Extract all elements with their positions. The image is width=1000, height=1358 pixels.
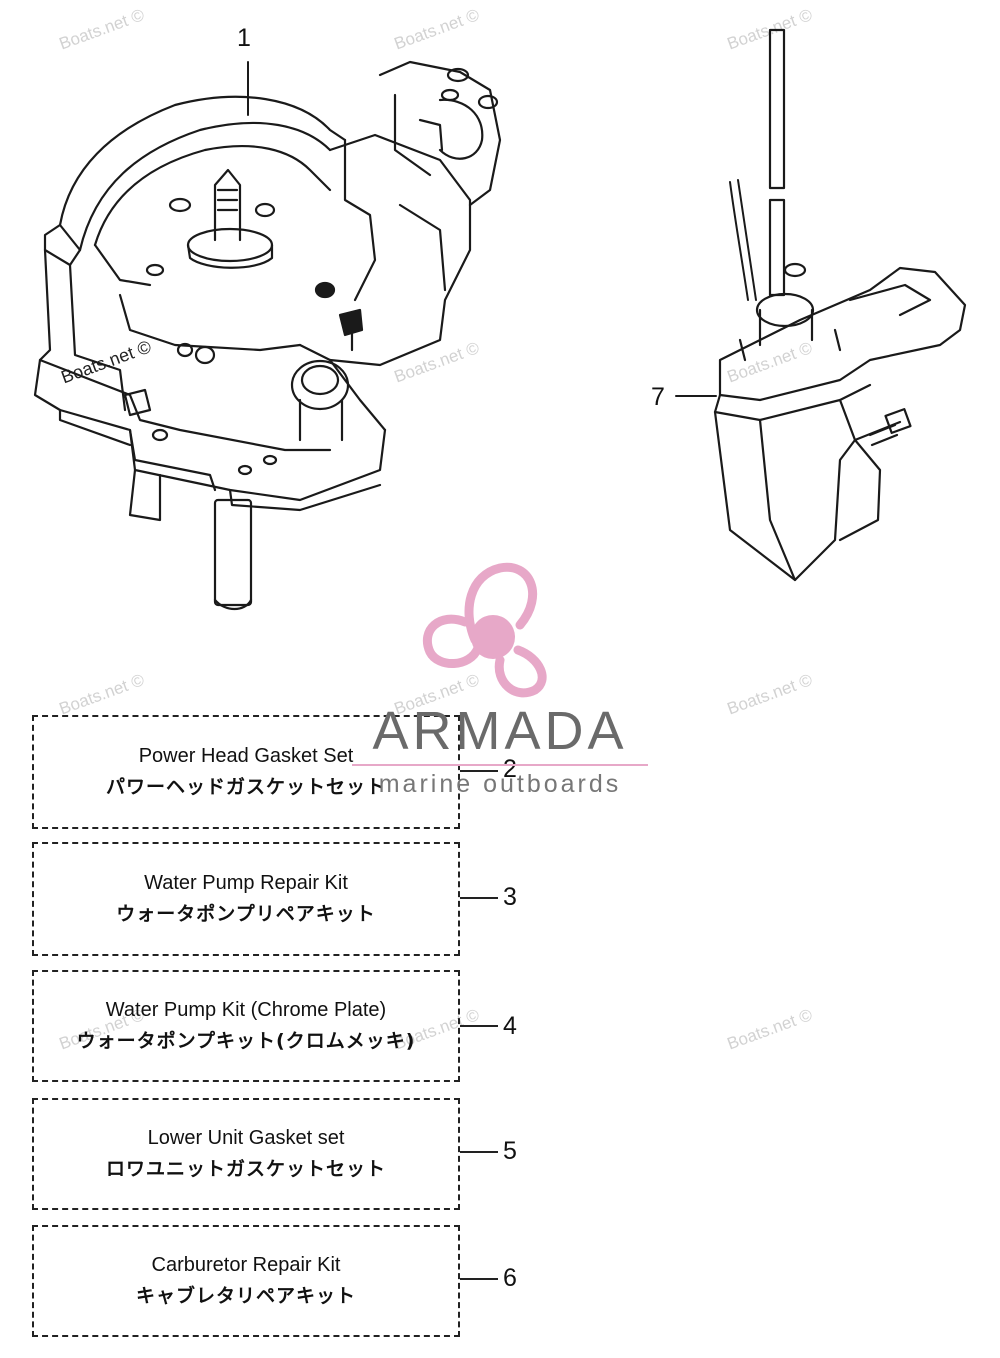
kit-label-en: Water Pump Kit (Chrome Plate): [105, 999, 387, 1021]
leader-line: [460, 770, 498, 772]
parts-drawing: [33, 28, 967, 698]
kit-box-lower-unit-gasket: Lower Unit Gasket set ロワユニットガスケットセット: [32, 1098, 460, 1210]
callout-7: 7: [651, 383, 665, 411]
lower-unit-drawing: [713, 28, 967, 582]
leader-line: [460, 1025, 498, 1027]
kit-label-en: Power Head Gasket Set: [138, 745, 354, 767]
callout-1: 1: [237, 24, 251, 52]
kit-label-en: Carburetor Repair Kit: [151, 1254, 341, 1276]
kit-label-ja: パワーヘッドガスケットセット: [105, 776, 386, 798]
logo-divider: [352, 764, 648, 766]
kit-box-water-pump-repair: Water Pump Repair Kit ウォータポンプリペアキット: [32, 842, 460, 956]
kit-label-en: Water Pump Repair Kit: [144, 872, 348, 894]
kit-label-en: Lower Unit Gasket set: [147, 1127, 345, 1149]
kit-box-water-pump-chrome: Water Pump Kit (Chrome Plate) ウォータポンプキット…: [32, 970, 460, 1082]
kit-label-ja: ロワユニットガスケットセット: [105, 1158, 386, 1180]
callout-2: 2: [503, 755, 517, 783]
watermark: Boats.net ©: [724, 1005, 815, 1054]
kit-label-ja: ウォータポンプリペアキット: [116, 903, 376, 925]
leader-line: [460, 1278, 498, 1280]
leader-line: [460, 1151, 498, 1153]
armada-propeller-logo: [423, 562, 547, 698]
logo-title: ARMADA: [372, 701, 628, 761]
callout-3: 3: [503, 883, 517, 911]
kit-box-power-head-gasket: Power Head Gasket Set パワーヘッドガスケットセット: [32, 715, 460, 829]
callout-4: 4: [503, 1012, 517, 1040]
leader-line: [460, 897, 498, 899]
kit-box-carburetor-repair: Carburetor Repair Kit キャブレタリペアキット: [32, 1225, 460, 1337]
logo-subtitle: marine outboards: [378, 770, 622, 798]
callout-5: 5: [503, 1137, 517, 1165]
kit-label-ja: ウォータポンプキット(クロムメッキ): [76, 1030, 416, 1052]
power-head-drawing: [33, 60, 502, 611]
kit-label-ja: キャブレタリペアキット: [135, 1285, 356, 1307]
callout-6: 6: [503, 1264, 517, 1292]
